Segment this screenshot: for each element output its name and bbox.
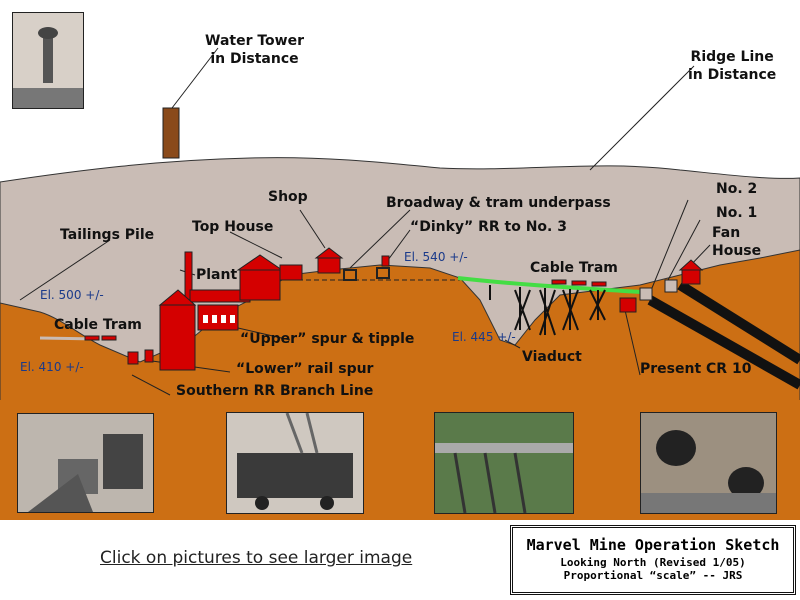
label-southern-rr: Southern RR Branch Line <box>176 383 374 399</box>
label-shop: Shop <box>268 189 308 205</box>
label-dinky: “Dinky” RR to No. 3 <box>410 219 567 235</box>
label-tailings: Tailings Pile <box>60 227 155 243</box>
title-main: Marvel Mine Operation Sketch <box>526 536 780 554</box>
label-plant: Plant <box>196 267 238 283</box>
label-fan-house: Fan House <box>712 225 762 259</box>
broadway-underpass <box>343 267 390 281</box>
plant-windows <box>203 315 235 323</box>
cable-tram-left <box>39 336 161 342</box>
label-no2: No. 2 <box>716 181 758 197</box>
shop-building <box>314 247 344 274</box>
label-upper-spur: “Upper” spur & tipple <box>240 331 415 347</box>
tram-cars-left <box>84 335 117 341</box>
photo-rail-car[interactable] <box>226 412 364 514</box>
cr10-building <box>619 297 637 313</box>
photo-viaduct[interactable] <box>434 412 574 514</box>
tram-cars-right <box>551 279 607 287</box>
photo-plant[interactable] <box>17 413 154 513</box>
water-tower-photo[interactable] <box>12 12 84 109</box>
label-broadway: Broadway & tram underpass <box>386 195 611 211</box>
label-viaduct: Viaduct <box>522 349 582 365</box>
title-block: Marvel Mine Operation Sketch Looking Nor… <box>510 525 796 595</box>
label-present-cr10: Present CR 10 <box>640 361 752 377</box>
elevation-445: El. 445 +/- <box>452 330 516 344</box>
dinky-car <box>381 255 390 267</box>
label-ridge-line: Ridge Line in Distance <box>688 49 777 83</box>
fan-house <box>678 259 704 285</box>
viaduct-trestle <box>489 285 606 336</box>
label-lower-spur: “Lower” rail spur <box>236 361 374 377</box>
cable-tram-right <box>457 276 641 294</box>
title-line2: Looking North (Revised 1/05) <box>560 556 746 569</box>
label-top-house: Top House <box>192 219 274 235</box>
water-tower-shape <box>162 107 180 159</box>
portal-structures <box>639 279 678 301</box>
instruction-text: Click on pictures to see larger image <box>100 548 413 568</box>
title-line3: Proportional “scale” -- JRS <box>563 569 743 582</box>
photo-mine-portal[interactable] <box>640 412 777 514</box>
elevation-540: El. 540 +/- <box>404 250 468 264</box>
label-cable-tram-left: Cable Tram <box>54 317 142 333</box>
elevation-500: El. 500 +/- <box>40 288 104 302</box>
label-water-tower: Water Tower in Distance <box>205 33 304 67</box>
mine-shaft-1 <box>677 280 800 365</box>
label-no1: No. 1 <box>716 205 758 221</box>
mine-shaft-2 <box>647 295 800 390</box>
label-cable-tram-right: Cable Tram <box>530 260 618 276</box>
elevation-410: El. 410 +/- <box>20 360 84 374</box>
